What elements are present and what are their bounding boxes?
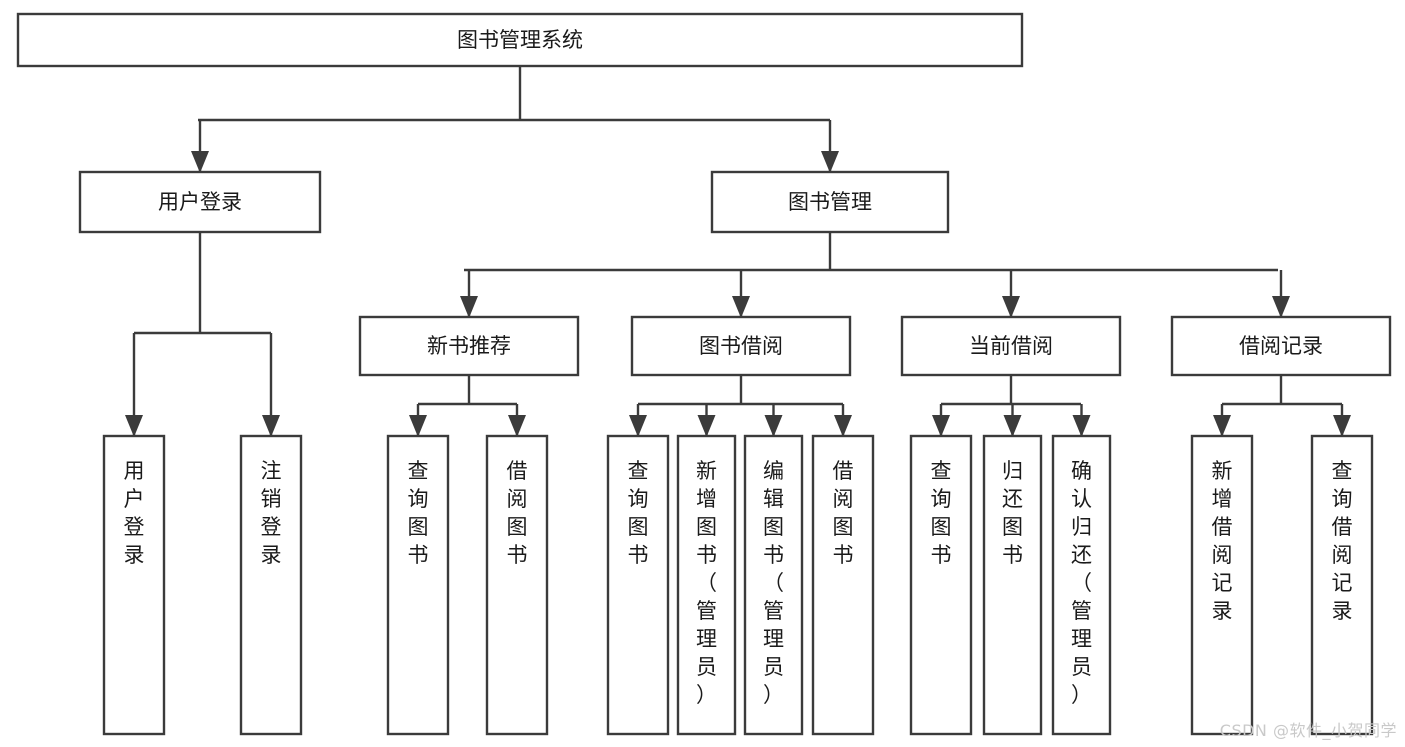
node-box-new-book-recommend — [358, 315, 580, 377]
node-leaf-logout-login[interactable]: 注销登录 — [239, 434, 303, 736]
arrow-head-icon — [409, 415, 427, 437]
arrow-head-icon — [821, 151, 839, 173]
node-label-leaf-user-login: 用户登录 — [124, 459, 145, 567]
node-current-borrow[interactable]: 当前借阅 — [900, 315, 1122, 377]
node-leaf-return-book[interactable]: 归还图书 — [982, 434, 1043, 736]
node-label-leaf-confirm-return-admin: 确认归还（管理员） — [1071, 459, 1092, 707]
node-box-leaf-borrow-book — [811, 434, 875, 736]
node-label-leaf-return-book: 归还图书 — [1002, 459, 1023, 567]
node-label-leaf-borrow-book-rec: 借阅图书 — [507, 459, 528, 567]
arrow-head-icon — [191, 151, 209, 173]
arrow-head-icon — [932, 415, 950, 437]
arrow-head-icon — [697, 415, 716, 437]
arrow-head-icon — [262, 415, 280, 437]
node-label-leaf-edit-book-admin: 编辑图书（管理员） — [763, 459, 784, 707]
node-box-leaf-query-borrow-record — [1310, 434, 1374, 736]
node-layer: 图书管理系统用户登录图书管理新书推荐图书借阅当前借阅借阅记录用户登录注销登录查询… — [16, 12, 1392, 736]
node-label-leaf-query-book-rec: 查询图书 — [408, 459, 429, 567]
node-leaf-borrow-book-rec[interactable]: 借阅图书 — [485, 434, 549, 736]
node-box-book-management — [710, 170, 950, 234]
node-label-leaf-borrow-book: 借阅图书 — [833, 459, 854, 567]
node-leaf-add-borrow-record[interactable]: 新增借阅记录 — [1190, 434, 1254, 736]
node-label-leaf-query-borrow-record: 查询借阅记录 — [1332, 459, 1353, 623]
node-leaf-user-login[interactable]: 用户登录 — [102, 434, 166, 736]
node-label-new-book-recommend: 新书推荐 — [427, 334, 511, 358]
node-box-leaf-query-book-rec — [386, 434, 450, 736]
arrow-head-icon — [732, 296, 750, 318]
node-label-root: 图书管理系统 — [457, 28, 583, 52]
arrow-head-icon — [125, 415, 143, 437]
node-box-leaf-user-login — [102, 434, 166, 736]
node-box-book-borrow — [630, 315, 852, 377]
node-label-borrow-record: 借阅记录 — [1239, 334, 1323, 358]
node-leaf-add-book-admin[interactable]: 新增图书（管理员） — [676, 434, 737, 736]
node-box-leaf-query-book-current — [909, 434, 973, 736]
node-book-management[interactable]: 图书管理 — [710, 170, 950, 234]
node-label-user-login: 用户登录 — [158, 190, 242, 214]
node-leaf-query-borrow-record[interactable]: 查询借阅记录 — [1310, 434, 1374, 736]
node-box-leaf-logout-login — [239, 434, 303, 736]
node-label-leaf-query-book-borrow: 查询图书 — [628, 459, 649, 567]
node-box-current-borrow — [900, 315, 1122, 377]
arrow-head-icon — [629, 415, 647, 437]
node-box-user-login — [78, 170, 322, 234]
node-box-borrow-record — [1170, 315, 1392, 377]
node-leaf-borrow-book[interactable]: 借阅图书 — [811, 434, 875, 736]
arrowhead-layer — [125, 151, 1351, 437]
node-label-leaf-add-borrow-record: 新增借阅记录 — [1212, 459, 1233, 623]
arrow-head-icon — [1213, 415, 1231, 437]
arrow-head-icon — [1272, 296, 1290, 318]
node-leaf-query-book-borrow[interactable]: 查询图书 — [606, 434, 670, 736]
arrow-head-icon — [1072, 415, 1091, 437]
node-leaf-query-book-current[interactable]: 查询图书 — [909, 434, 973, 736]
arrow-head-icon — [1333, 415, 1351, 437]
node-user-login[interactable]: 用户登录 — [78, 170, 322, 234]
node-box-leaf-edit-book-admin — [743, 434, 804, 736]
node-label-current-borrow: 当前借阅 — [969, 334, 1053, 358]
connector-layer — [132, 66, 1344, 435]
arrow-head-icon — [834, 415, 852, 437]
node-box-root — [16, 12, 1024, 68]
node-leaf-confirm-return-admin[interactable]: 确认归还（管理员） — [1051, 434, 1112, 736]
node-label-leaf-add-book-admin: 新增图书（管理员） — [696, 459, 717, 707]
node-box-leaf-add-borrow-record — [1190, 434, 1254, 736]
arrow-head-icon — [764, 415, 783, 437]
node-label-leaf-logout-login: 注销登录 — [261, 459, 282, 567]
node-box-leaf-return-book — [982, 434, 1043, 736]
arrow-head-icon — [508, 415, 526, 437]
node-box-leaf-query-book-borrow — [606, 434, 670, 736]
node-label-leaf-query-book-current: 查询图书 — [931, 459, 952, 567]
node-leaf-query-book-rec[interactable]: 查询图书 — [386, 434, 450, 736]
node-label-book-borrow: 图书借阅 — [699, 334, 783, 358]
node-book-borrow[interactable]: 图书借阅 — [630, 315, 852, 377]
arrow-head-icon — [460, 296, 478, 318]
node-box-leaf-add-book-admin — [676, 434, 737, 736]
node-label-book-management: 图书管理 — [788, 190, 872, 214]
node-new-book-recommend[interactable]: 新书推荐 — [358, 315, 580, 377]
node-borrow-record[interactable]: 借阅记录 — [1170, 315, 1392, 377]
node-box-leaf-borrow-book-rec — [485, 434, 549, 736]
node-box-leaf-confirm-return-admin — [1051, 434, 1112, 736]
arrow-head-icon — [1003, 415, 1022, 437]
node-leaf-edit-book-admin[interactable]: 编辑图书（管理员） — [743, 434, 804, 736]
arrow-head-icon — [1002, 296, 1020, 318]
node-root[interactable]: 图书管理系统 — [16, 12, 1024, 68]
